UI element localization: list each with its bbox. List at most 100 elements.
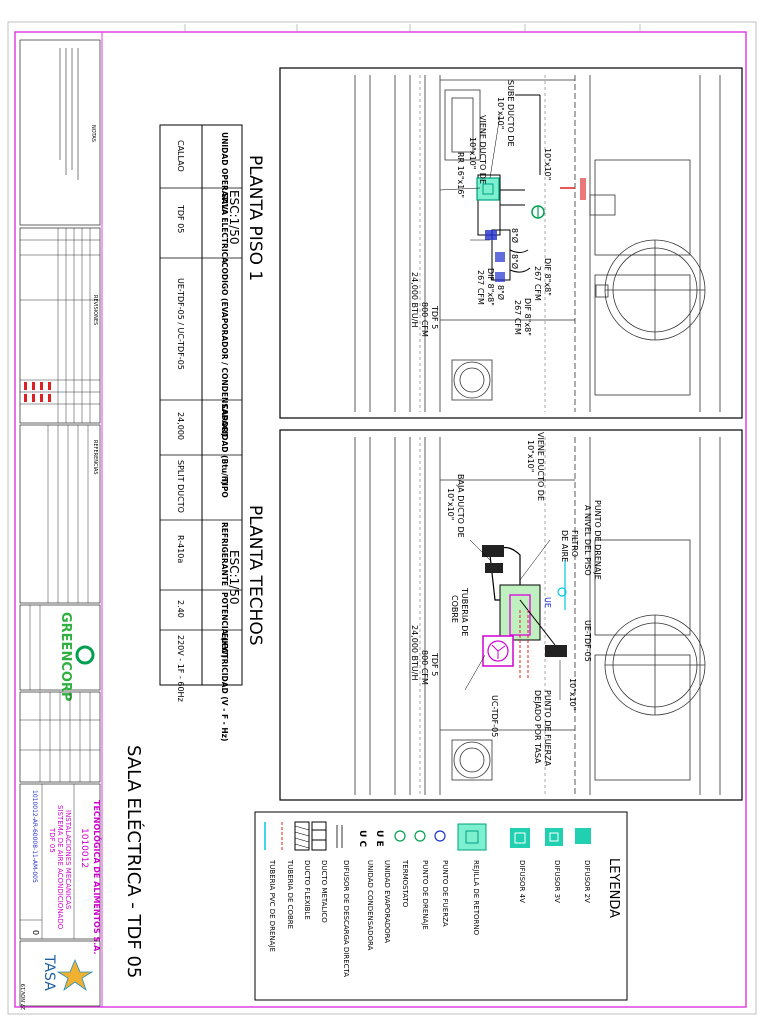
project-code: 1010012 (79, 828, 89, 868)
legend-item-2: DIFUSOR 4V (518, 860, 526, 903)
plan2-title: PLANTA TECHOS (245, 505, 265, 646)
table-header-refrigerante: REFRIGERANTE (220, 522, 229, 586)
plan1-rr-label: RR 16"x16" (456, 152, 465, 198)
title-block: NOTAS REVISIONES REFERE (19, 39, 103, 1010)
table-cell-refrigerante: R-410a (176, 535, 185, 563)
table-header-tipo: TIPO (220, 478, 229, 498)
ue-symbol: U E (374, 830, 384, 847)
plan2-punto-drenaje-label: PUNTO DE DRENAJE (593, 500, 602, 580)
plan2-viene-size-label: 10"x10" (526, 440, 535, 472)
referencias-title: REFERENCIAS (92, 440, 98, 475)
legend-item-3: REJILLA DE RETORNO (472, 860, 480, 936)
sheet-date: 27.NOV.19 (21, 984, 27, 1010)
plan1-dif3-cfm-label: 267 CFM (476, 270, 485, 305)
legend-item-8: UNIDAD CONDENSADORA (366, 860, 374, 951)
plan2-uc-label: UC-TDF-05 (490, 695, 499, 737)
table-header-unidad: UNIDAD OPERATIVA (220, 132, 229, 215)
plan1-tdf-label: TDF 5 (430, 305, 439, 329)
drain-point-icon (557, 587, 567, 597)
thermostat-legend-icon (394, 830, 406, 842)
table-cell-tipo: SPLIT DUCTO (176, 460, 185, 513)
legend-item-9: DIFUSOR DE DESCARGA DIRECTA (342, 860, 350, 977)
direct-discharge-icon (336, 825, 343, 848)
table-cell-unidad: CALLAO (176, 140, 185, 172)
plan1-frame (279, 67, 743, 419)
greencorp-logo-icon (75, 645, 95, 665)
legend: LEYENDA U E U C DIFUSOR 2V DIFUSOR 3V DI… (254, 811, 628, 1001)
plan-techos: UE VIENE DUCTO DE 10"x10" BAJA DUCTO DE … (227, 429, 743, 801)
subject-line-3: TDF 05 (48, 827, 56, 853)
table-cell-capacidad: 24,000 (176, 412, 185, 440)
table-header-electricidad: ELECTRICIDAD (V - F - Hz) (220, 633, 229, 741)
tasa-logo-icon (56, 958, 94, 992)
plan2-ue-tdf-label: UE-TDF-05 (583, 620, 592, 662)
legend-item-4: PUNTO DE FUERZA (441, 860, 449, 927)
plan2-nivel-piso-label: A NIVEL DEL PISO (583, 505, 592, 576)
table-cell-sala: TDF 05 (176, 204, 185, 233)
plan2-cfm-label: 800 CFM (420, 650, 429, 685)
sheet-main-title: SALA ELÉCTRICA - TDF 05 (123, 745, 145, 978)
plan1-viene-size-label: 10"x10" (468, 137, 477, 169)
legend-item-10: DUCTO METALICO (320, 860, 328, 923)
metal-duct-icon (311, 821, 327, 851)
plan-piso-1: SUBE DUCTO DE 10"x10" VIENE DUCTO DE 10"… (227, 67, 743, 419)
equipment-table: UNIDAD OPERATIVA SALA ELECTRICA CODIGO (… (159, 124, 243, 741)
logo-name: GREENCORP (58, 612, 73, 701)
plan2-duct-size-label: 10"x10" (568, 678, 577, 710)
plan2-viene-ducto-label: VIENE DUCTO DE (536, 432, 545, 501)
plan1-cfm-label: 800 CFM (420, 302, 429, 337)
subject-line-2: SISTEMA DE AIRE ACONDICIONADO (56, 805, 64, 930)
table-header-sala: SALA ELECTRICA (220, 193, 229, 263)
revisiones-title: REVISIONES (92, 295, 98, 325)
revision-number: 0 (31, 930, 40, 935)
table-header-codigo: CODIGO (EVAPORADOR / CONDENSADOR) (220, 262, 229, 436)
legend-item-1: DIFUSOR 3V (553, 860, 561, 903)
notas-title: NOTAS (90, 125, 96, 142)
plan1-viene-ducto-label: VIENE DUCTO DE (478, 115, 487, 184)
return-grille-legend-icon (457, 823, 487, 851)
legend-item-7: UNIDAD EVAPORADORA (383, 860, 391, 943)
table-cell-electricidad: 220V - 1F - 60Hz (176, 635, 185, 702)
legend-title: LEYENDA (606, 858, 621, 918)
plan1-title: PLANTA PISO 1 (245, 155, 265, 281)
plan2-de-aire-label: DE AIRE (560, 530, 569, 562)
plan2-punto-fuerza-label: PUNTO DE FUERZA (543, 690, 552, 767)
diffuser-3v-icon (545, 828, 563, 846)
plan1-dif3-label: DIF 8"x8" (486, 268, 495, 306)
subject-line-1: INSTALACIONES MECANICAS (64, 810, 72, 910)
top-grid-ticks (184, 24, 641, 32)
legend-item-11: DUCTO FLEXIBLE (303, 860, 311, 920)
legend-item-0: DIFUSOR 2V (583, 860, 591, 903)
plan1-dif2-cfm-label: 267 CFM (513, 300, 522, 335)
uc-symbol: U C (357, 830, 367, 847)
table-cell-codigo: UE-TDF-05 / UC-TDF-05 (176, 278, 185, 370)
table-header-capacidad: CAPACIDAD (Btu/h) (220, 404, 229, 485)
plan1-scale: ESC:1/50 (227, 190, 241, 245)
plan1-dif2-label: DIF 8"x8" (523, 298, 532, 336)
plan1-sube-size-label: 10"x10" (496, 97, 505, 129)
plan2-tdf-label: TDF 5 (430, 652, 439, 676)
brand-name: TASA (41, 954, 57, 991)
plan2-ue-label: UE (543, 597, 552, 608)
legend-item-13: TUBERIA PVC DE DRENAJE (268, 859, 276, 952)
table-header-potencia: POTENCIA (KW) (220, 592, 229, 658)
legend-item-12: TUBERIA DE COBRE (286, 859, 294, 929)
plan1-d3-label: 8"Ø (496, 285, 506, 300)
plan1-d2-label: 8"Ø (510, 254, 520, 269)
diffuser-4v-icon (510, 828, 530, 848)
plan2-tuberia-label: TUBERIA DE (460, 587, 469, 636)
drawing-border (101, 31, 747, 1008)
plan2-cobre-label: COBRE (450, 595, 459, 623)
plan2-baja-size-label: 10"x10" (446, 488, 455, 520)
table-cell-potencia: 2.40 (176, 600, 185, 618)
plan2-btu-label: 24,000 BTU/H (410, 625, 419, 680)
plan1-sube-ducto-label: SUBE DUCTO DE (506, 80, 515, 147)
plan1-dif1-label: DIF 8"x8" (543, 258, 552, 296)
plan2-dejado-label: DEJADO POR TASA (533, 690, 542, 764)
plan2-frame (279, 429, 743, 801)
drain-legend-icon (414, 830, 426, 842)
plan2-baja-ducto-label: BAJA DUCTO DE (456, 474, 465, 538)
legend-item-5: PUNTO DE DRENAJE (421, 860, 429, 930)
paper-edge (7, 21, 757, 1015)
